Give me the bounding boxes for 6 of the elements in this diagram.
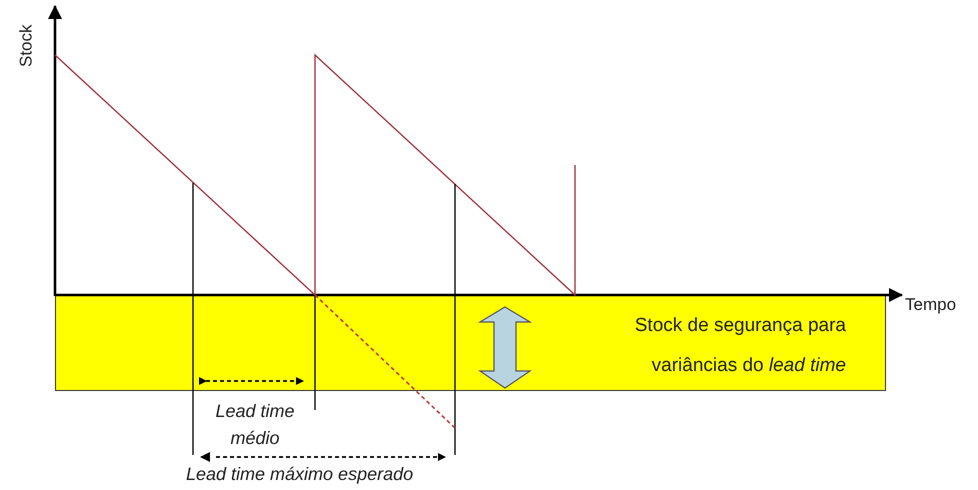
safety-stock-band (55, 295, 886, 391)
dimension-label: Lead time médio (214, 400, 296, 450)
axis-label: Tempo (905, 294, 956, 316)
band-text: Stock de segurança para variâncias do lead time (634, 314, 846, 378)
axis-label: Stock (16, 24, 37, 68)
dimension-label: Lead time máximo esperado (186, 463, 414, 486)
